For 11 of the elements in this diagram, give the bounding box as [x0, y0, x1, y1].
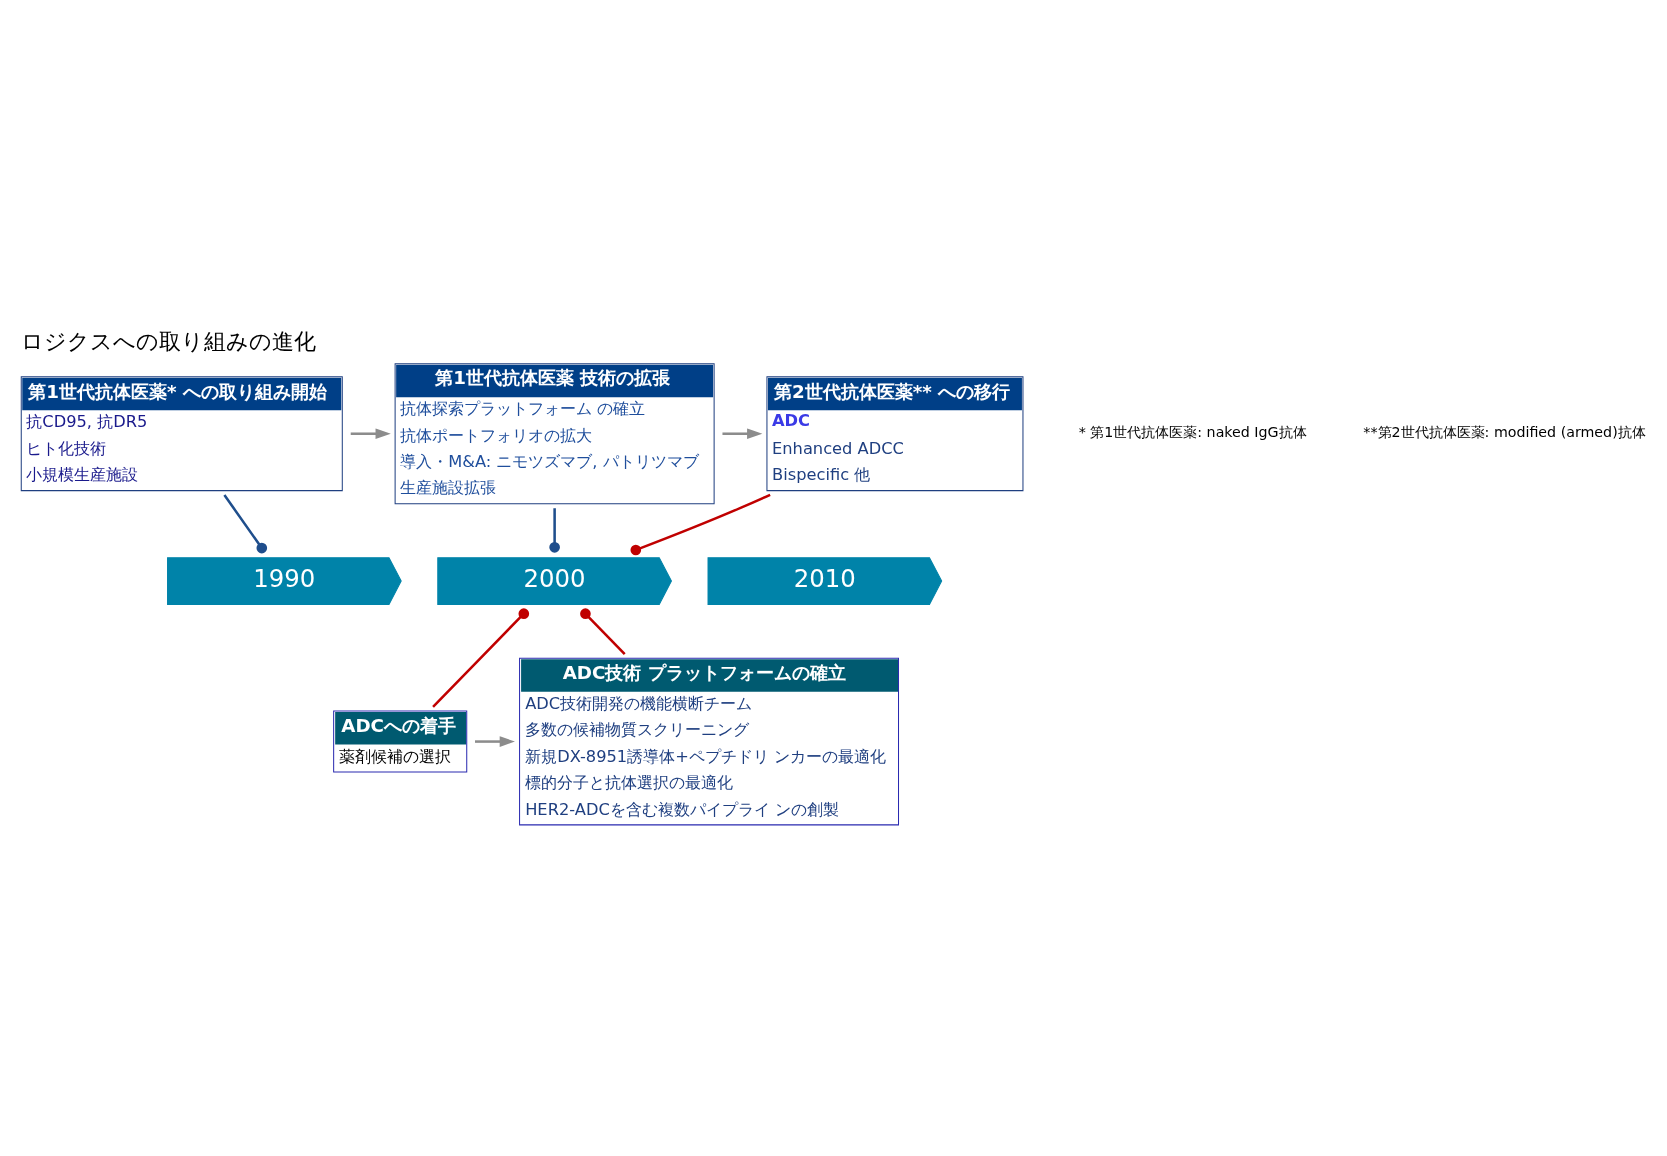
arrow: [721, 428, 762, 440]
label: * 第1世代抗体医薬: naked IgG抗体: [1078, 424, 1307, 441]
connector: [431, 608, 529, 708]
arrow: [350, 428, 391, 440]
diagram-title: ロジクスへの取り組みの進化: [20, 328, 316, 355]
connector: [548, 508, 560, 553]
connector: [222, 494, 267, 554]
label: **第2世代抗体医薬: modified (armed)抗体: [1362, 424, 1646, 441]
connector: [630, 493, 771, 556]
arrow: [474, 736, 515, 747]
connector: [579, 608, 626, 655]
